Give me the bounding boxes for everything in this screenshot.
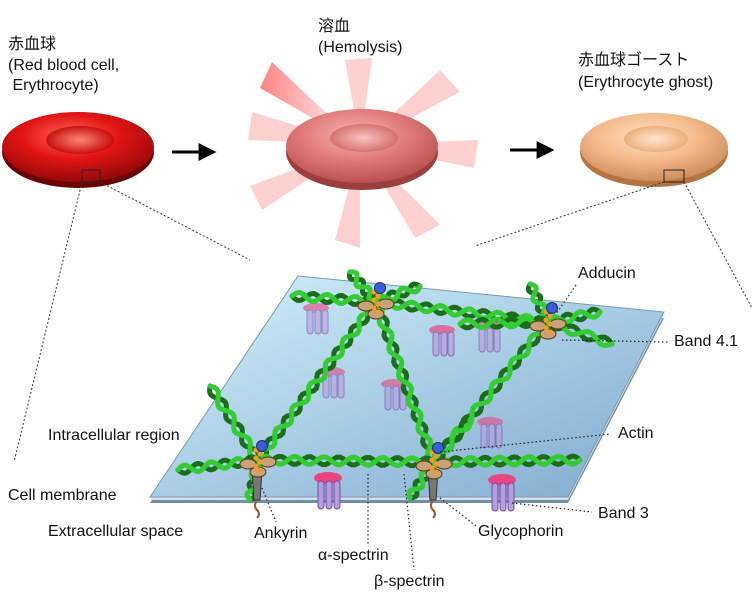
label-glycophorin: Glycophorin (478, 523, 564, 540)
label-alpha-spectrin: α-spectrin (318, 547, 389, 564)
junctional-complex (529, 302, 567, 340)
label-extracellular: Extracellular space (48, 523, 184, 540)
adducin-dot (432, 442, 444, 454)
ankyrin-anchor (251, 469, 263, 519)
label-hemolysis-en: (Hemolysis) (318, 39, 403, 56)
actin-bead (371, 297, 377, 303)
label-rbc-en-2: Erythrocyte) (8, 77, 99, 94)
actin-bead (547, 321, 553, 327)
actin-bead (547, 313, 553, 319)
label-rbc-en-1: (Red blood cell, (8, 57, 120, 74)
junctional-complexes (239, 282, 567, 480)
actin-bead (257, 459, 263, 465)
label-beta-spectrin: β-spectrin (374, 573, 445, 590)
spectrin-strand (255, 453, 437, 469)
actin-bead (433, 453, 439, 459)
adducin-dot (374, 282, 386, 294)
spectrin-strand (373, 296, 551, 328)
leader-lines (261, 284, 669, 571)
actin-bead (371, 305, 377, 311)
actin-bead (543, 325, 549, 331)
spectrin-strand (373, 299, 437, 465)
red-blood-cell (2, 112, 154, 188)
spectrin-strand (373, 283, 423, 305)
actin-bead (253, 455, 259, 461)
actin-bead (547, 329, 553, 335)
spectrin-strand (431, 453, 583, 469)
label-ghost-jp: 赤血球ゴースト (578, 50, 690, 69)
actin-bead (257, 451, 263, 457)
label-ghost-en: (Erythrocyte ghost) (578, 74, 714, 91)
actin-bead (429, 465, 435, 471)
adducin-dot (256, 440, 268, 452)
junctional-complex (415, 442, 453, 480)
label-actin: Actin (618, 425, 654, 442)
label-hemolysis-jp: 溶血 (318, 16, 351, 35)
label-rbc-jp: 赤血球 (8, 34, 57, 53)
actin-bead (375, 293, 381, 299)
label-band41: Band 4.1 (674, 333, 739, 350)
spectrin-strand (289, 289, 379, 309)
actin-bead (375, 309, 381, 315)
label-ankyrin: Ankyrin (254, 525, 308, 542)
actin-bead (433, 469, 439, 475)
zoom-lines (13, 181, 753, 463)
actin-bead (257, 467, 263, 473)
band3-proteins (303, 303, 503, 449)
spectrin-strand (545, 309, 603, 325)
spectrin-strand (255, 299, 379, 463)
rbc-zoom-box (81, 169, 101, 183)
actin-bead (433, 461, 439, 467)
actin-bead (543, 317, 549, 323)
spectrin-strand (347, 269, 379, 305)
label-intracellular: Intracellular region (48, 427, 180, 444)
erythrocyte-ghost (580, 113, 728, 187)
band3-front (314, 472, 516, 512)
junctional-complex (357, 282, 395, 320)
hemolysis-cell (248, 58, 478, 248)
label-band3: Band 3 (598, 505, 649, 522)
actin-bead (253, 463, 259, 469)
ghost-zoom-box (663, 169, 685, 183)
label-adducin: Adducin (578, 265, 636, 282)
adducin-dot (546, 302, 558, 314)
actin-bead (429, 457, 435, 463)
label-membrane: Cell membrane (8, 487, 117, 504)
spectrin-strand (207, 383, 261, 463)
actin-bead (375, 301, 381, 307)
junctional-complex (239, 440, 277, 478)
